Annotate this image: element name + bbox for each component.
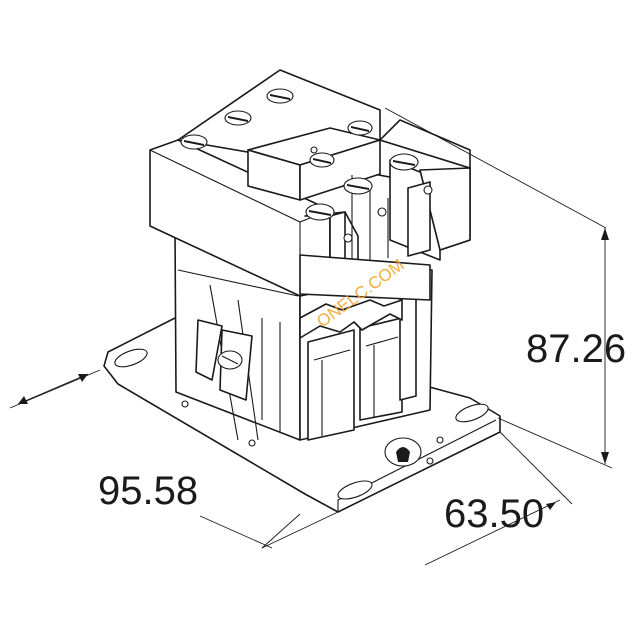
- depth-dimension-label: 63.50: [444, 492, 544, 536]
- front-mounting-slot: [337, 480, 373, 500]
- left-mounting-slot: [114, 348, 148, 368]
- width-dimension: [9, 369, 339, 549]
- height-dimension-label: 87.26: [526, 327, 626, 371]
- right-mounting-slot: [455, 403, 489, 423]
- height-dimension: [384, 107, 613, 469]
- width-dimension-label: 95.58: [98, 469, 198, 513]
- lower-terminals: [299, 289, 417, 441]
- upper-terminal-body: [177, 69, 471, 301]
- depth-dimension: [261, 431, 573, 566]
- terminal-screws: [180, 88, 433, 243]
